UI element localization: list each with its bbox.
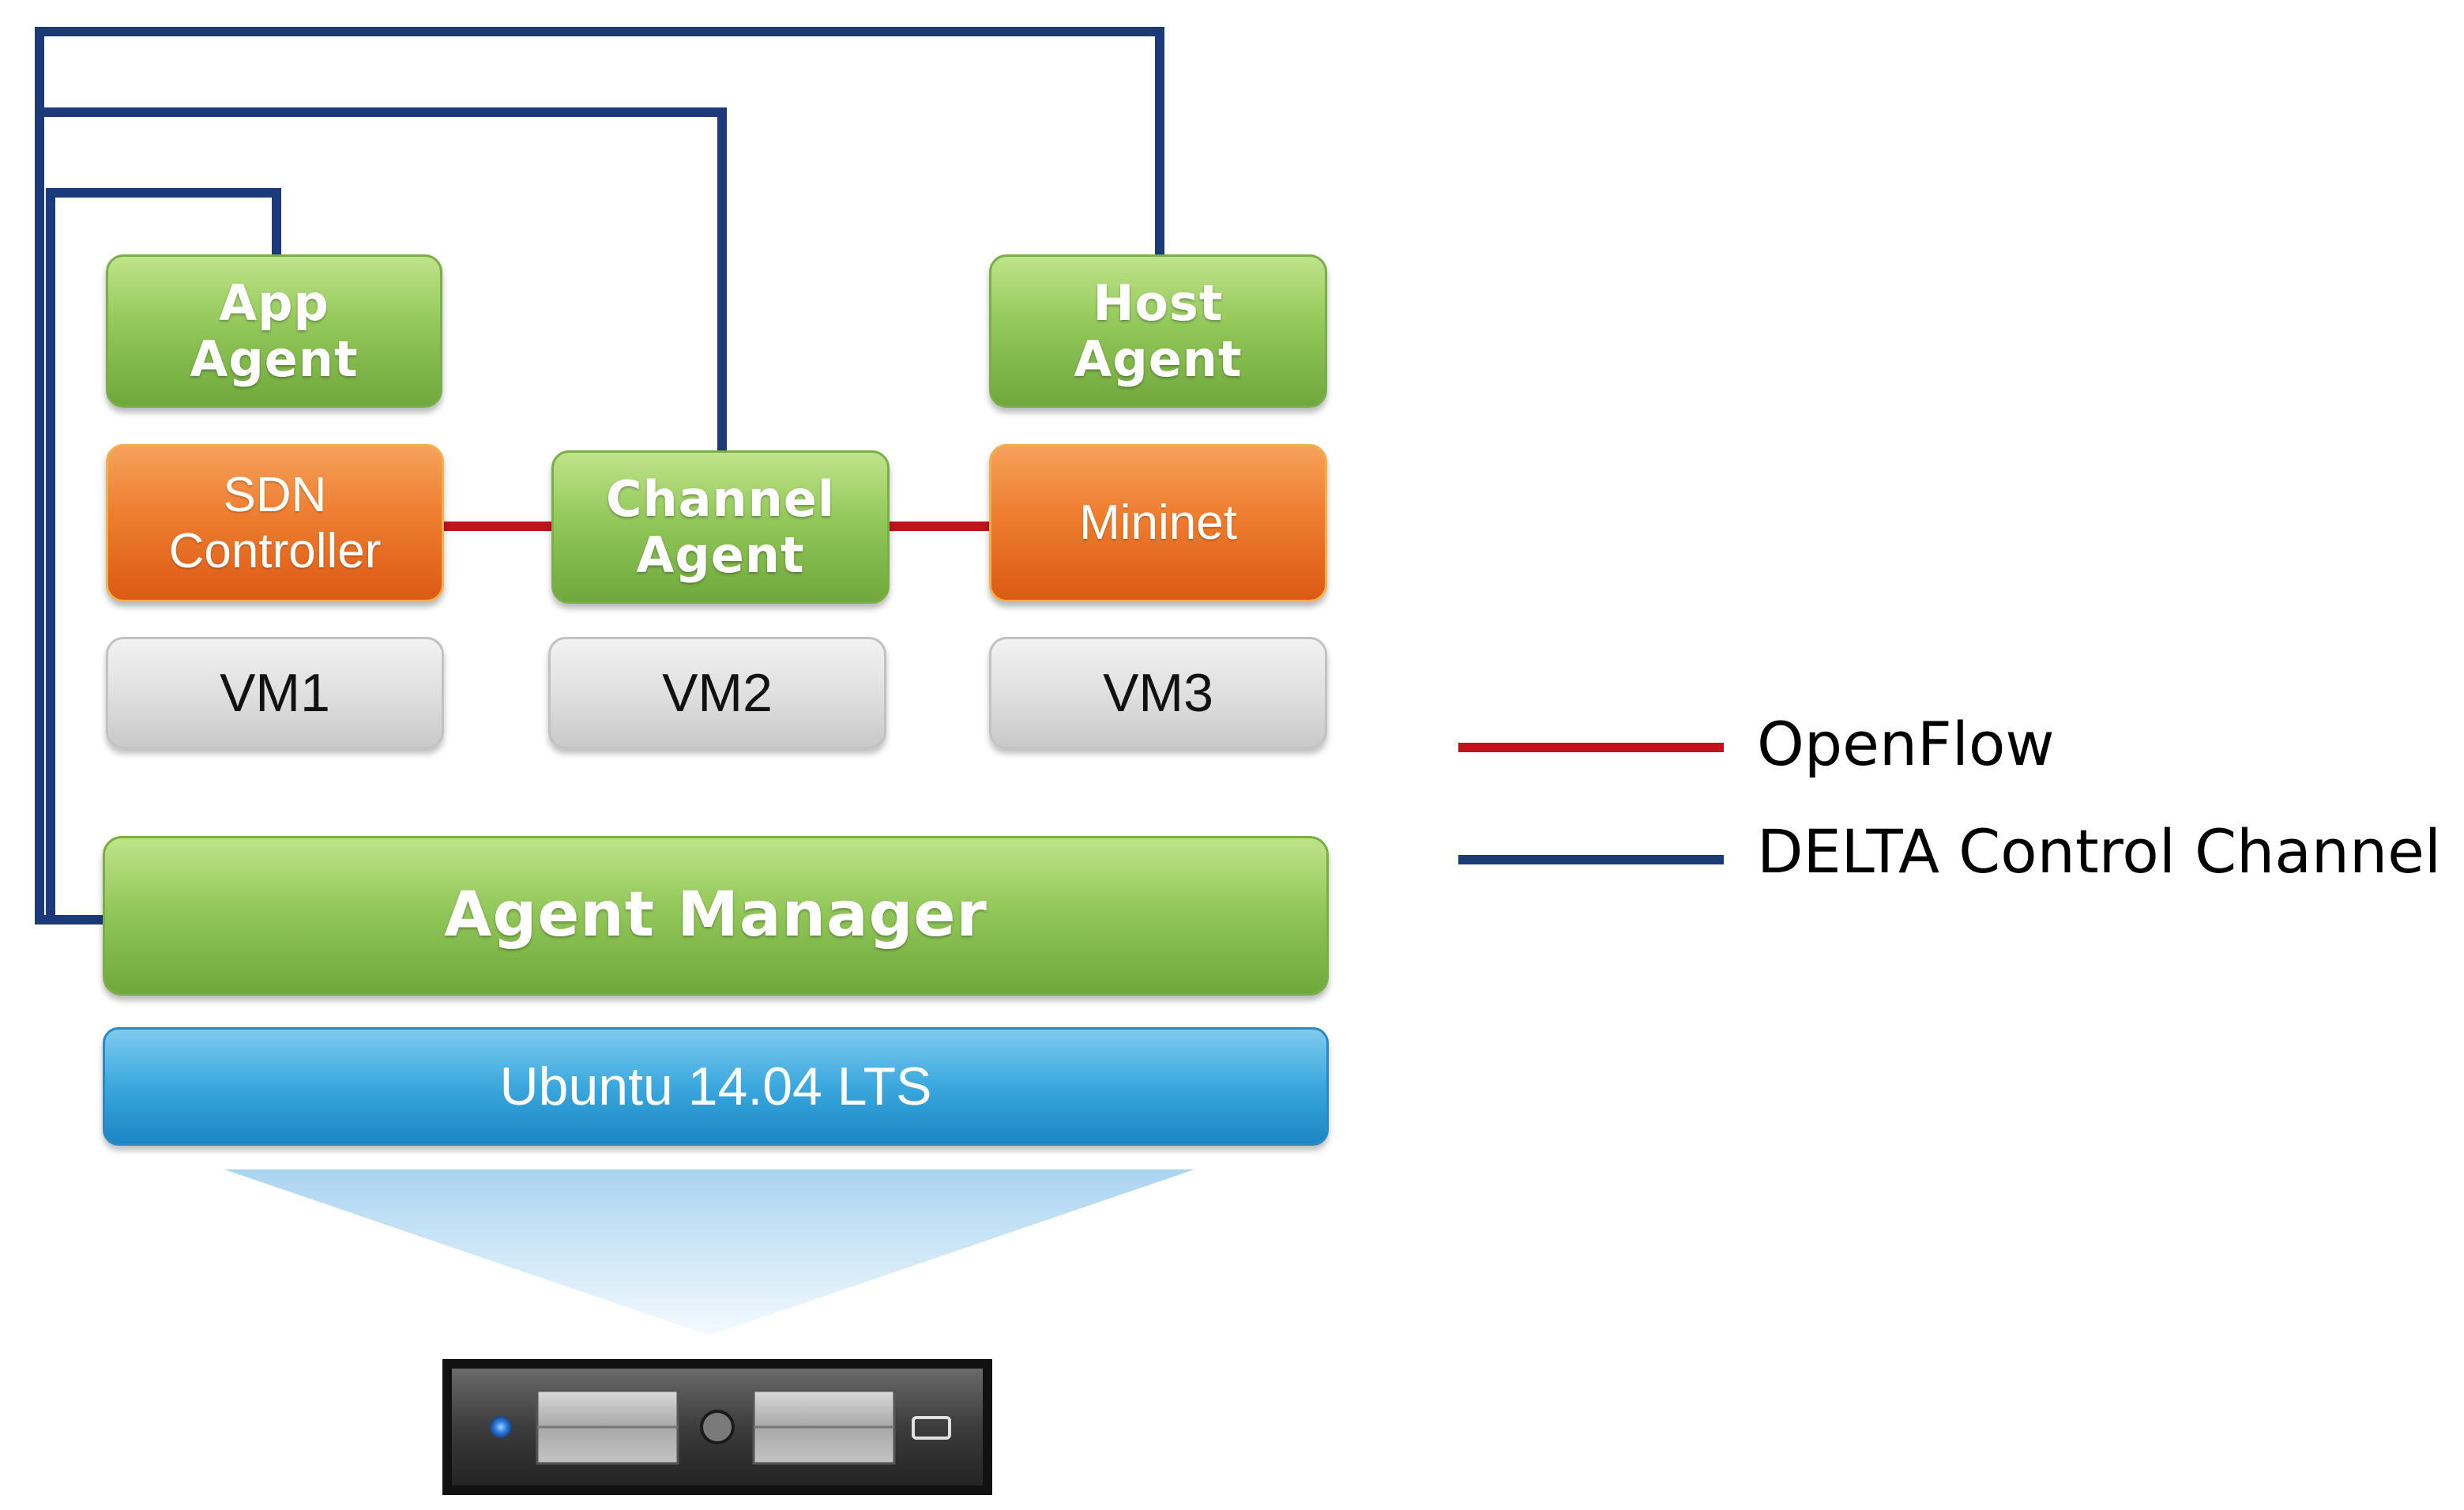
- host-agent-label-line2: Agent: [1074, 330, 1243, 388]
- vm2-node: VM2: [548, 637, 886, 749]
- channel-agent-node: Channel Agent: [551, 450, 890, 604]
- agent-manager-node: Agent Manager: [103, 836, 1329, 996]
- channel-agent-label-line1: Channel: [605, 469, 836, 528]
- power-led-icon: [490, 1416, 512, 1438]
- host-agent-node: Host Agent: [989, 254, 1327, 408]
- sdn-controller-node: SDN Controller: [106, 444, 444, 602]
- vm1-node: VM1: [106, 637, 444, 749]
- control-line-channel-agent: [39, 107, 727, 454]
- legend-control-channel-swatch: [1458, 855, 1724, 864]
- port-icon: [912, 1416, 951, 1440]
- projection-beam: [224, 1169, 1194, 1335]
- ubuntu-label: Ubuntu 14.04 LTS: [499, 1056, 932, 1116]
- agent-manager-label: Agent Manager: [444, 879, 987, 951]
- vm1-label: VM1: [220, 662, 330, 723]
- app-agent-label-line1: App: [219, 273, 329, 332]
- vm2-label: VM2: [662, 662, 773, 723]
- vm3-node: VM3: [989, 637, 1327, 749]
- channel-agent-label-line2: Agent: [636, 526, 805, 584]
- legend-control-channel-label: DELTA Control Channel: [1757, 816, 2441, 887]
- host-agent-label-line1: Host: [1093, 273, 1224, 332]
- control-line-app-agent: [46, 188, 281, 920]
- vm3-label: VM3: [1103, 662, 1213, 723]
- mininet-node: Mininet: [989, 444, 1327, 602]
- app-agent-node: App Agent: [106, 254, 442, 408]
- app-agent-label-line2: Agent: [190, 330, 359, 388]
- mininet-label: Mininet: [1079, 495, 1237, 551]
- server-icon: [442, 1359, 992, 1495]
- control-line-host-agent: [35, 27, 1164, 920]
- ubuntu-node: Ubuntu 14.04 LTS: [103, 1027, 1329, 1146]
- legend-openflow-label: OpenFlow: [1757, 709, 2055, 779]
- legend-openflow-swatch: [1458, 743, 1724, 752]
- button-icon: [700, 1410, 735, 1444]
- sdn-controller-label-line2: Controller: [168, 524, 382, 578]
- sdn-controller-label-line1: SDN: [223, 467, 327, 522]
